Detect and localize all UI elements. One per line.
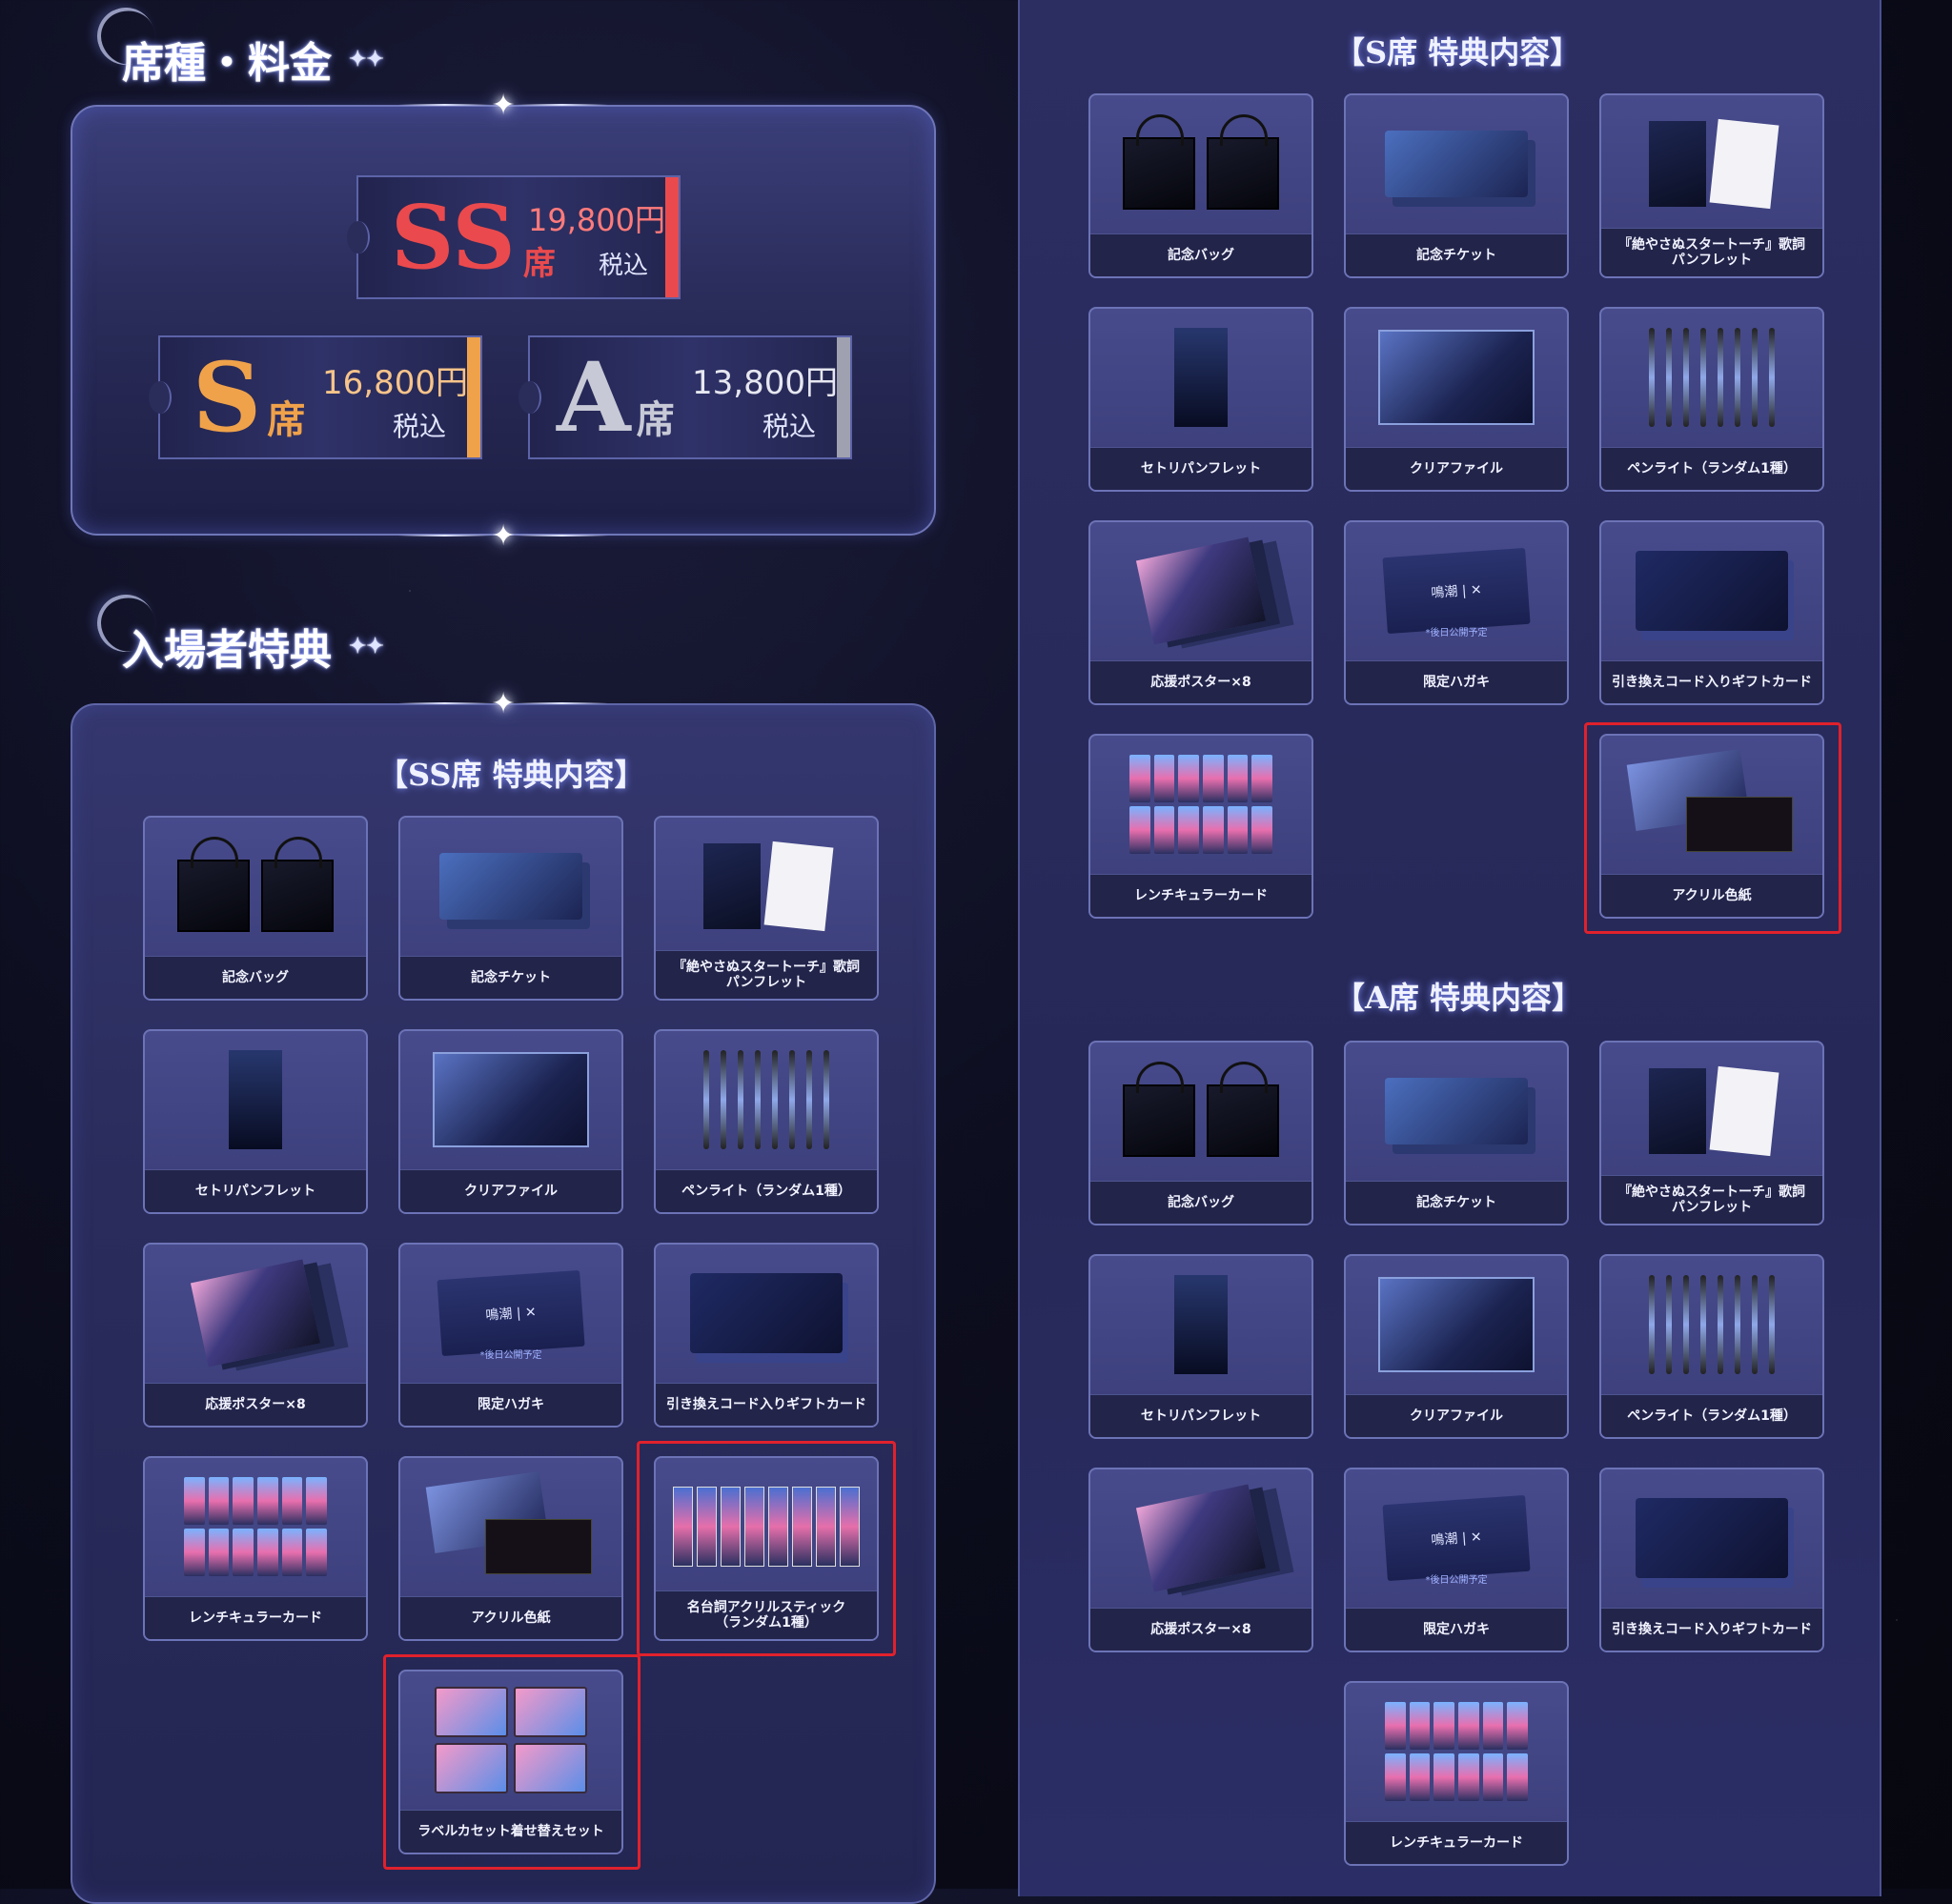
item-card-poster: 応援ポスター×8: [143, 1243, 368, 1428]
item-card-ticket: 記念チケット: [398, 816, 623, 1001]
item-card-setlist: セトリパンフレット: [1088, 307, 1313, 492]
item-card-acrylic-stick: 名台詞アクリルスティック （ランダム1種）: [654, 1456, 879, 1641]
item-card-bag: 記念バッグ: [1088, 1041, 1313, 1225]
exclusive-item-highlight: [383, 1654, 640, 1870]
ticket-grade: SS: [391, 186, 516, 289]
item-card-lyrics: 『絶やさぬスタートーチ』歌詞 パンフレット: [1599, 93, 1824, 278]
item-card-acrylic-shikishi: アクリル色紙: [1599, 734, 1824, 919]
item-card-ticket: 記念チケット: [1344, 93, 1569, 278]
ticket-seat-label: 席: [636, 397, 675, 442]
sparkle-divider-icon: ✦: [398, 89, 608, 122]
exclusive-item-highlight: [637, 1441, 896, 1656]
item-card-lenticular: レンチキュラーカード: [1088, 734, 1313, 919]
benefit-section-heading: 入場者特典 ✦✦: [89, 586, 384, 677]
sparkle-divider-icon: ✦: [398, 687, 608, 720]
sparkle-divider-icon: ✦: [398, 519, 608, 553]
item-card-setlist: セトリパンフレット: [1088, 1254, 1313, 1439]
item-card-giftcard: 引き換えコード入りギフトカード: [654, 1243, 879, 1428]
s-a-benefit-panel: 【S席 特典内容】 記念バッグ 記念チケット 『絶やさぬスタートーチ』歌詞 パン…: [1018, 0, 1881, 1896]
item-card-postcard: 鳴潮 | ✕*後日公開予定限定ハガキ: [1344, 520, 1569, 705]
item-card-cassette: ラベルカセット着せ替えセット: [398, 1670, 623, 1854]
item-card-postcard: 鳴潮 | ✕*後日公開予定限定ハガキ: [398, 1243, 623, 1428]
item-card-lyrics: 『絶やさぬスタートーチ』歌詞 パンフレット: [1599, 1041, 1824, 1225]
s-benefit-heading: 【S席 特典内容】: [1334, 34, 1581, 71]
ticket-price: 13,800円: [692, 364, 838, 402]
item-card-penlight: ペンライト（ランダム1種）: [654, 1029, 879, 1214]
ticket-tax: 税込: [393, 411, 447, 442]
ticket-price: 19,800円: [528, 202, 665, 238]
item-card-bag: 記念バッグ: [143, 816, 368, 1001]
ticket-seat-label: 席: [522, 245, 556, 283]
ticket-grade: A: [557, 341, 631, 454]
item-card-poster: 応援ポスター×8: [1088, 1468, 1313, 1652]
item-card-giftcard: 引き換えコード入りギフトカード: [1599, 520, 1824, 705]
item-card-acrylic-shikishi: アクリル色紙: [398, 1456, 623, 1641]
item-card-bag: 記念バッグ: [1088, 93, 1313, 278]
item-card-penlight: ペンライト（ランダム1種）: [1599, 307, 1824, 492]
item-card-ticket: 記念チケット: [1344, 1041, 1569, 1225]
item-card-postcard: 鳴潮 | ✕*後日公開予定限定ハガキ: [1344, 1468, 1569, 1652]
item-card-lyrics: 『絶やさぬスタートーチ』歌詞 パンフレット: [654, 816, 879, 1001]
ticket-grade: S: [193, 341, 262, 454]
ticket-s: S 席 16,800円 税込: [149, 335, 482, 459]
item-card-lenticular: レンチキュラーカード: [143, 1456, 368, 1641]
ticket-tax: 税込: [599, 252, 649, 280]
ticket-tax: 税込: [762, 411, 817, 442]
sparkle-icon: ✦✦: [349, 634, 384, 658]
item-card-clearfile: クリアファイル: [1344, 1254, 1569, 1439]
a-benefit-heading: 【A席 特典内容】: [1334, 980, 1582, 1016]
ss-benefit-heading: 【SS席 特典内容】: [377, 757, 645, 793]
item-card-poster: 応援ポスター×8: [1088, 520, 1313, 705]
price-section-heading: 席種・料金 ✦✦: [89, 0, 384, 90]
item-card-clearfile: クリアファイル: [398, 1029, 623, 1214]
ss-benefit-panel: ✦ 【SS席 特典内容】 記念バッグ 記念チケット 『絶やさぬスタートーチ』歌詞…: [71, 687, 936, 1904]
ticket-ss: SS 席 19,800円 税込: [347, 175, 681, 299]
ticket-a: A 席 13,800円 税込: [518, 335, 852, 459]
item-card-clearfile: クリアファイル: [1344, 307, 1569, 492]
sparkle-icon: ✦✦: [349, 47, 384, 71]
price-panel: ✦ ✦ SS 席 19,800円 税込 S 席 16,800円 税込 A 席 1…: [71, 89, 936, 553]
exclusive-item-highlight: [1584, 722, 1841, 934]
item-card-setlist: セトリパンフレット: [143, 1029, 368, 1214]
ticket-seat-label: 席: [267, 397, 306, 442]
item-card-lenticular: レンチキュラーカード: [1344, 1681, 1569, 1866]
item-card-penlight: ペンライト（ランダム1種）: [1599, 1254, 1824, 1439]
ticket-price: 16,800円: [322, 364, 468, 402]
item-card-giftcard: 引き換えコード入りギフトカード: [1599, 1468, 1824, 1652]
